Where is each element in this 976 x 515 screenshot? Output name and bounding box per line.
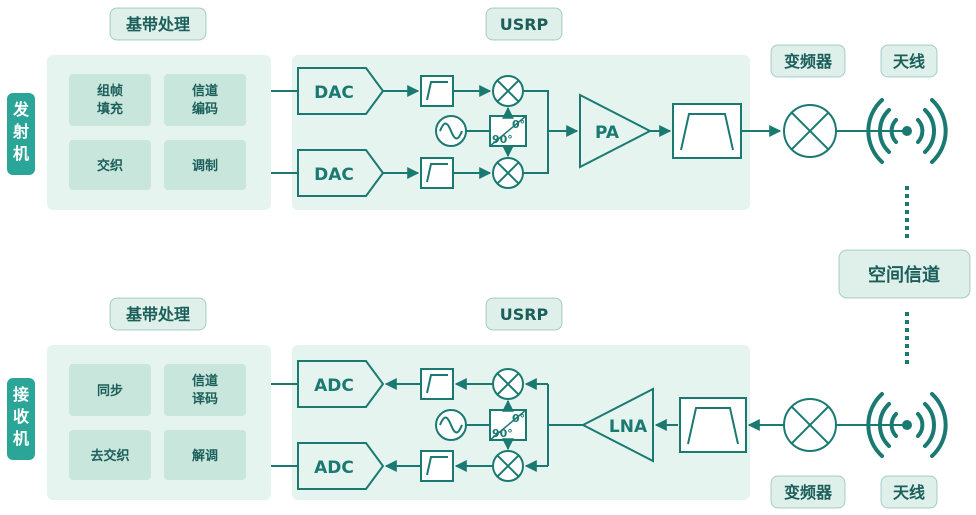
- tx-block-modulation-label: 调制: [192, 158, 218, 174]
- tx-pa-amplifier: [579, 93, 653, 169]
- tx-dac-bottom: [297, 149, 385, 197]
- tx-block-coding: [164, 74, 246, 126]
- rx-block-demod-label: 解调: [191, 448, 218, 464]
- rx-block-decoding-l1: 信道: [192, 373, 218, 389]
- tx-block-framing-l2: 填充: [97, 101, 123, 117]
- tx-lpf-bottom: [420, 157, 454, 189]
- rx-oscillator: [435, 409, 467, 441]
- tx-pa-label: PA: [595, 123, 620, 143]
- tx-side-label-3: 机: [13, 144, 29, 163]
- tx-mixer-title-pill: [770, 44, 846, 78]
- tx-lpf-top: [420, 75, 454, 107]
- rx-bpf-icon: [687, 407, 739, 445]
- rx-mixer-title: 变频器: [784, 483, 833, 502]
- rx-usrp-title-pill: [485, 297, 563, 331]
- rx-antenna-title: 天线: [893, 483, 925, 502]
- rx-antenna-title-pill: [880, 475, 938, 509]
- tx-oscillator: [435, 115, 467, 147]
- tx-side-label-2: 射: [12, 122, 29, 141]
- tx-block-coding-l2: 编码: [192, 101, 218, 117]
- tx-dac-bottom-label: DAC: [314, 165, 354, 185]
- rx-block-deinterleave-label: 去交织: [90, 448, 129, 464]
- rx-block-decoding-l2: 译码: [192, 392, 218, 407]
- rx-adc-bottom: [297, 442, 385, 490]
- rx-side-label-2: 收: [13, 407, 29, 426]
- rx-side-label-3: 机: [13, 429, 29, 448]
- tx-phase-diagonal: [489, 115, 527, 147]
- tx-bpf-icon: [680, 113, 734, 151]
- tx-baseband-title: 基带处理: [125, 15, 190, 34]
- tx-antenna-title: 天线: [893, 52, 925, 71]
- rx-block-sync-label: 同步: [97, 383, 123, 399]
- rx-downconverter-mixer: [783, 398, 837, 452]
- rx-baseband-title-pill: [109, 297, 207, 331]
- tx-block-coding-l1: 信道: [192, 83, 218, 99]
- rx-block-sync: [69, 364, 151, 416]
- tx-block-interleave: [69, 140, 151, 190]
- rx-side-label-1: 接: [13, 385, 29, 404]
- tx-lpf-bottom-icon: [426, 163, 448, 183]
- rx-lpf-bottom-icon: [426, 456, 448, 476]
- rx-lpf-top: [420, 368, 454, 400]
- channel-pill: [838, 249, 971, 299]
- rx-adc-bottom-label: ADC: [314, 458, 354, 478]
- tx-block-modulation: [164, 140, 246, 190]
- rx-phase-90: 90°: [492, 427, 513, 440]
- tx-usrp-title: USRP: [500, 15, 549, 34]
- rx-mixer-title-pill: [770, 475, 846, 509]
- rx-lpf-bottom: [420, 450, 454, 482]
- tx-upconverter-mixer: [783, 104, 837, 158]
- tx-mixer-bottom: [492, 157, 524, 189]
- tx-dac-top-label: DAC: [314, 83, 354, 103]
- rx-block-demod: [164, 430, 246, 480]
- rx-mixer-bottom: [492, 450, 524, 482]
- channel-label: 空间信道: [868, 264, 940, 286]
- rx-baseband-title: 基带处理: [125, 305, 190, 324]
- tx-phase-0: 0°: [512, 118, 525, 131]
- rx-block-decoding: [164, 364, 246, 416]
- tx-side-tab: [7, 93, 35, 175]
- tx-bpf: [672, 103, 742, 159]
- rx-side-tab: [7, 378, 35, 460]
- tx-lpf-top-icon: [426, 81, 448, 101]
- tx-usrp-title-pill: [485, 7, 563, 41]
- tx-baseband-title-pill: [109, 7, 207, 41]
- tx-side-label-1: 发: [12, 100, 30, 119]
- tx-mixer-top: [492, 75, 524, 107]
- tx-mixer-title: 变频器: [784, 52, 833, 71]
- rx-lna-amplifier: [580, 387, 654, 463]
- tx-block-framing: [69, 74, 151, 126]
- tx-block-framing-l1: 组帧: [97, 83, 123, 99]
- tx-block-interleave-label: 交织: [97, 158, 123, 174]
- rx-lpf-top-icon: [426, 374, 448, 394]
- tx-phase-90: 90°: [492, 133, 513, 146]
- rx-lna-label: LNA: [609, 417, 648, 437]
- rx-phase-diagonal: [489, 409, 527, 441]
- tx-dac-top: [297, 67, 385, 115]
- rx-block-deinterleave: [69, 430, 151, 480]
- rx-adc-top: [297, 360, 385, 408]
- tx-antenna-title-pill: [880, 44, 938, 78]
- rx-antenna-icon: [866, 392, 948, 458]
- rx-mixer-top: [492, 368, 524, 400]
- tx-antenna-icon: [866, 98, 948, 164]
- rx-usrp-title: USRP: [500, 305, 549, 324]
- rx-bpf: [679, 397, 747, 453]
- rx-phase-0: 0°: [512, 412, 525, 425]
- rx-adc-top-label: ADC: [314, 376, 354, 396]
